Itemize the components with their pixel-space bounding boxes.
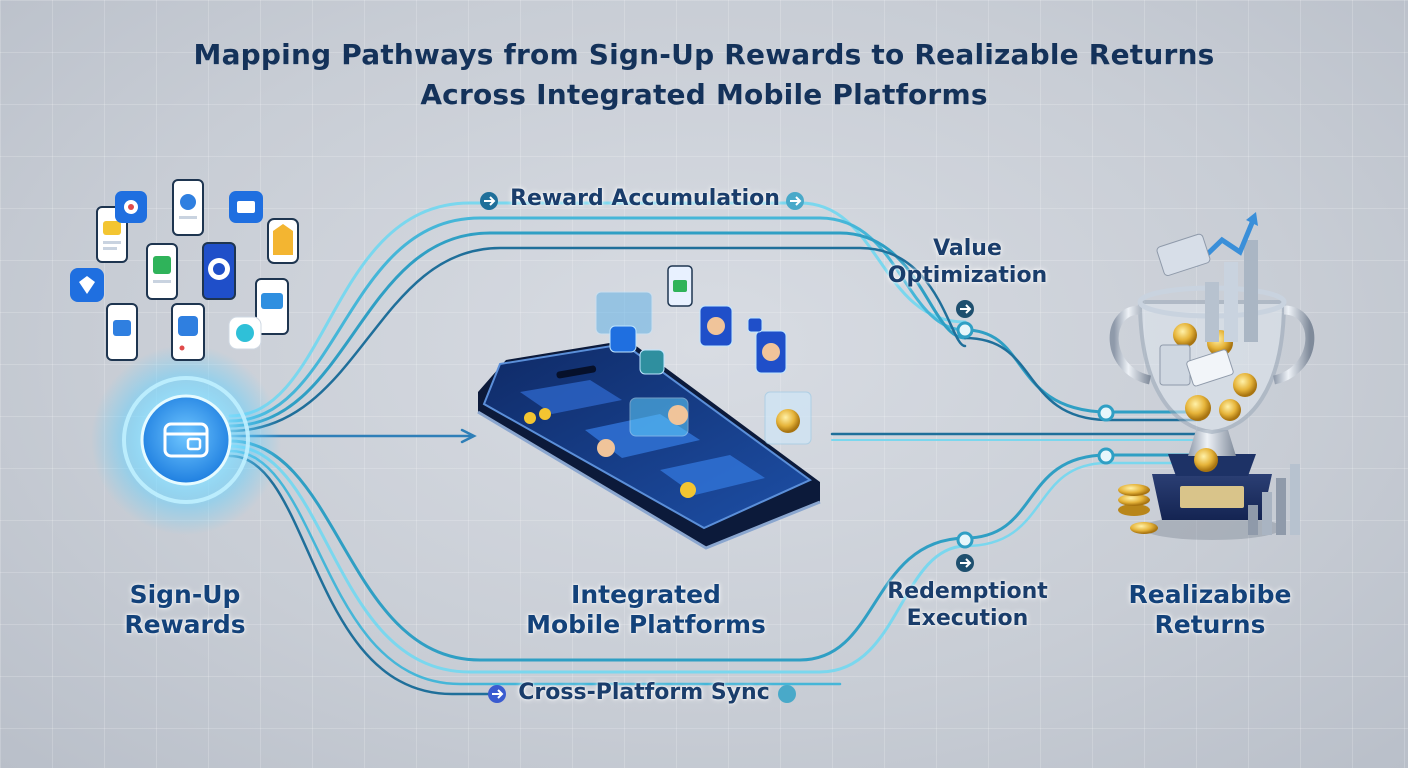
node-label-returns-line2: Returns: [1110, 610, 1310, 640]
app-phone-icons: [70, 180, 298, 360]
path-label-redemption-line1: Redemptiont: [870, 578, 1065, 605]
path-label-cross-platform-sync: Cross-Platform Sync: [510, 680, 778, 705]
arrow-icon-redemption: [956, 554, 974, 572]
smartphone-icon: [478, 266, 820, 548]
arrow-icon-reward-start: [480, 192, 498, 210]
arrow-icon-sync-start: [488, 685, 506, 703]
path-label-redemption-execution: Redemptiont Execution: [870, 578, 1065, 632]
node-label-platforms: Integrated Mobile Platforms: [496, 580, 796, 640]
node-label-sign-up: Sign-Up Rewards: [100, 580, 270, 640]
path-label-value-line2: Optimization: [870, 262, 1065, 289]
node-label-platforms-line1: Integrated: [496, 580, 796, 610]
trophy-cup-icon: [1114, 212, 1310, 540]
sign-up-core: [91, 345, 281, 535]
arrow-icon-reward-end: [786, 192, 804, 210]
path-label-redemption-line2: Execution: [870, 605, 1065, 632]
node-label-platforms-line2: Mobile Platforms: [496, 610, 796, 640]
node-label-returns-line1: Realizabibe: [1110, 580, 1310, 610]
dot-icon-sync-end: [778, 685, 796, 703]
node-label-sign-up-line1: Sign-Up: [100, 580, 270, 610]
node-label-returns: Realizabibe Returns: [1110, 580, 1310, 640]
node-label-sign-up-line2: Rewards: [100, 610, 270, 640]
path-label-value-line1: Value: [870, 235, 1065, 262]
arrow-icon-value: [956, 300, 974, 318]
path-label-value-optimization: Value Optimization: [870, 235, 1065, 289]
path-label-reward-accumulation: Reward Accumulation: [505, 186, 785, 211]
